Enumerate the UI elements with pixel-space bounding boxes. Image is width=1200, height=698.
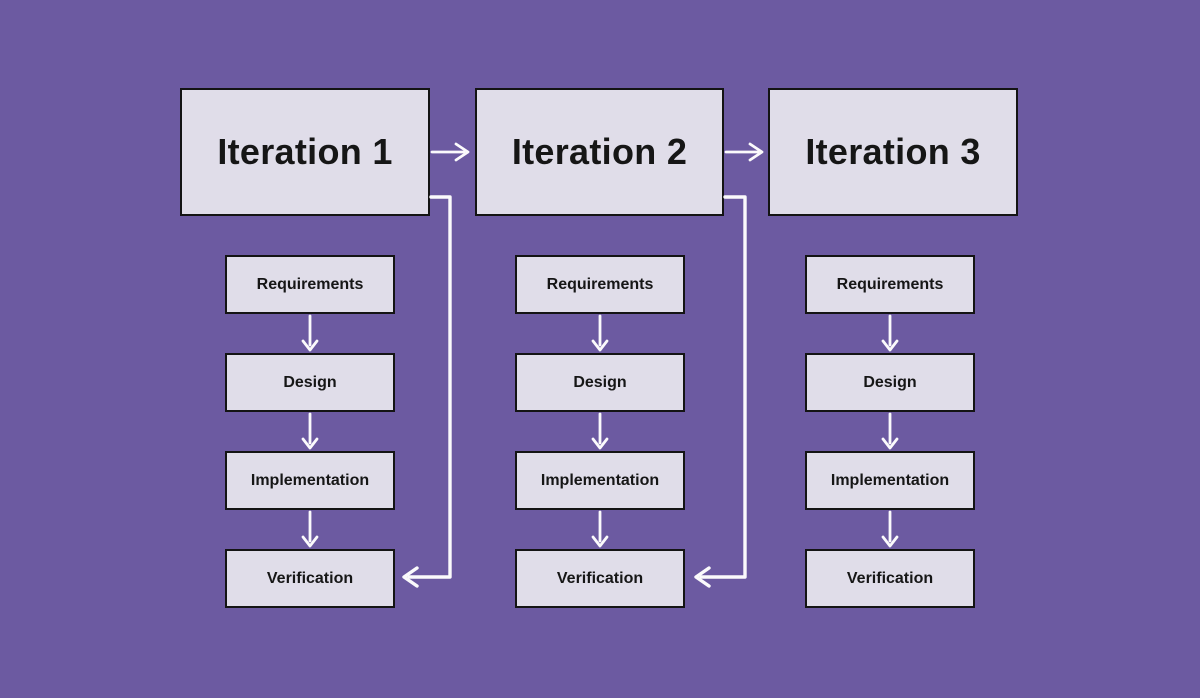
iteration-1-box: Iteration 1: [180, 88, 430, 216]
iteration-2-box: Iteration 2: [475, 88, 724, 216]
iteration-2-design-box: Design: [515, 353, 685, 412]
stage-label: Design: [863, 373, 917, 391]
feedback-arrow-iteration1-to-verification-icon: [402, 195, 452, 588]
down-arrow-col3-requirements-to-design-icon: [881, 314, 899, 352]
iteration-3-box: Iteration 3: [768, 88, 1018, 216]
feedback-arrow-iteration2-to-verification-icon: [694, 195, 747, 588]
stage-label: Requirements: [546, 275, 654, 293]
stage-label: Design: [283, 373, 337, 391]
iteration-1-requirements-box: Requirements: [225, 255, 395, 314]
stage-label: Verification: [846, 569, 934, 587]
stage-label: Implementation: [830, 471, 950, 489]
down-arrow-col2-implementation-to-verification-icon: [591, 510, 609, 548]
stage-label: Requirements: [836, 275, 944, 293]
stage-label: Verification: [556, 569, 644, 587]
flow-arrow-iteration2-to-iteration3-icon: [724, 142, 764, 162]
down-arrow-col3-implementation-to-verification-icon: [881, 510, 899, 548]
stage-label: Implementation: [250, 471, 370, 489]
down-arrow-col1-implementation-to-verification-icon: [301, 510, 319, 548]
iteration-3-label: Iteration 3: [805, 131, 981, 172]
iteration-3-requirements-box: Requirements: [805, 255, 975, 314]
iteration-1-verification-box: Verification: [225, 549, 395, 608]
stage-label: Implementation: [540, 471, 660, 489]
iteration-1-implementation-box: Implementation: [225, 451, 395, 510]
iteration-3-verification-box: Verification: [805, 549, 975, 608]
iteration-2-requirements-box: Requirements: [515, 255, 685, 314]
iteration-2-implementation-box: Implementation: [515, 451, 685, 510]
down-arrow-col2-requirements-to-design-icon: [591, 314, 609, 352]
iteration-3-design-box: Design: [805, 353, 975, 412]
iteration-1-label: Iteration 1: [217, 131, 393, 172]
iteration-1-design-box: Design: [225, 353, 395, 412]
stage-label: Requirements: [256, 275, 364, 293]
down-arrow-col1-design-to-implementation-icon: [301, 412, 319, 450]
flow-arrow-iteration1-to-iteration2-icon: [430, 142, 470, 162]
iteration-3-implementation-box: Implementation: [805, 451, 975, 510]
stage-label: Design: [573, 373, 627, 391]
stage-label: Verification: [266, 569, 354, 587]
down-arrow-col1-requirements-to-design-icon: [301, 314, 319, 352]
down-arrow-col3-design-to-implementation-icon: [881, 412, 899, 450]
down-arrow-col2-design-to-implementation-icon: [591, 412, 609, 450]
iteration-2-label: Iteration 2: [511, 131, 688, 172]
iteration-2-verification-box: Verification: [515, 549, 685, 608]
